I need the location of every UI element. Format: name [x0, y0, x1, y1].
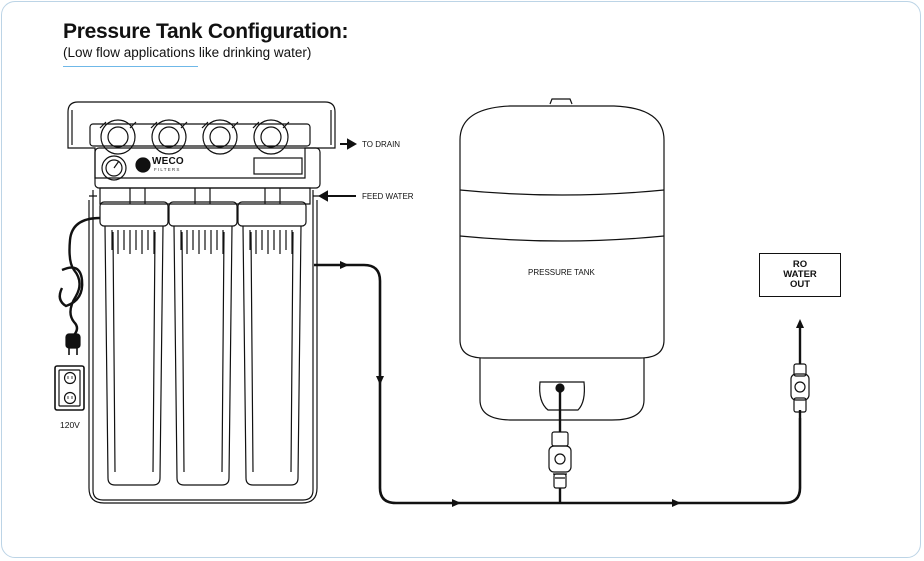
membrane-caps [89, 119, 311, 155]
tank-shutoff-valve-icon [548, 431, 572, 502]
power-cord [58, 216, 101, 336]
ro-out-line-2: WATER [783, 269, 817, 280]
page-subtitle: (Low flow applications like drinking wat… [63, 45, 312, 60]
page-title: Pressure Tank Configuration: [63, 20, 349, 43]
plug-icon [65, 333, 81, 355]
pressure-gauge [101, 155, 127, 181]
wall-outlet-icon [54, 365, 85, 411]
flow-arrows [340, 261, 804, 507]
ro-unit [67, 101, 336, 504]
water-line [314, 263, 802, 505]
ro-frame [92, 190, 314, 501]
tank-body [459, 105, 665, 359]
voltage-label: 120V [60, 420, 80, 430]
title-underline [63, 66, 198, 67]
control-panel [94, 147, 321, 189]
ro-top-housing [67, 101, 336, 179]
brand-subtitle: FILTERS [154, 167, 181, 172]
ro-out-valve-icon [790, 328, 810, 418]
weco-logo-icon [135, 157, 151, 173]
pressure-tank [459, 98, 665, 502]
manifold [99, 187, 311, 205]
to-drain-label: TO DRAIN [362, 140, 401, 149]
feed-water-arrow [317, 190, 356, 202]
brand-name: WECO [152, 156, 184, 167]
ro-water-out-box: RO WATER OUT [759, 253, 841, 297]
pressure-tank-label: PRESSURE TANK [528, 268, 595, 277]
ro-out-line-3: OUT [789, 279, 811, 290]
feed-water-label: FEED WATER [362, 192, 414, 201]
display-window [253, 157, 303, 175]
ro-top-inner [71, 110, 332, 145]
to-drain-arrow [340, 138, 358, 150]
tank-base [479, 358, 645, 421]
filter-canisters [99, 201, 307, 486]
ro-out-line-1: RO [792, 259, 808, 270]
